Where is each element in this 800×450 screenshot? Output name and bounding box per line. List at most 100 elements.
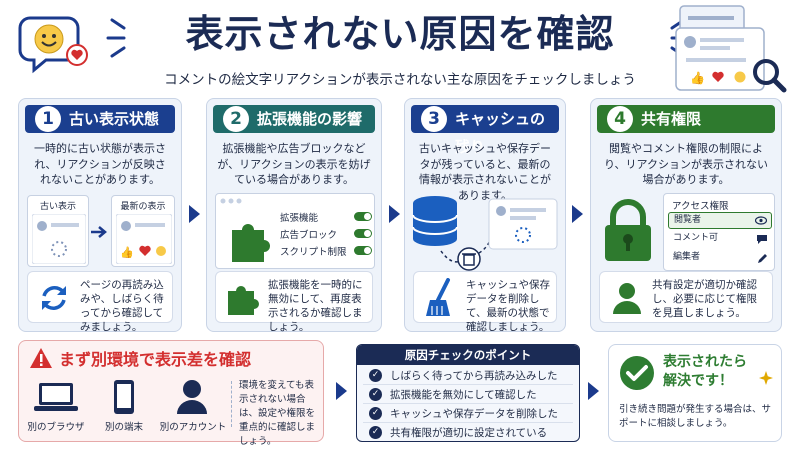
checklist-item[interactable]: ✓キャッシュや保存データを削除した — [363, 404, 573, 423]
env-check-title: まず別環境で表示差を確認 — [59, 350, 252, 369]
flow-arrow-icon — [189, 205, 200, 223]
refresh-icon — [42, 286, 66, 310]
extension-settings-window: 拡張機能 広告ブロック スクリプト制限 — [215, 193, 375, 269]
card-description: 閲覧やコメント権限の制限により、リアクションが表示されない場合があります。 — [603, 142, 768, 186]
page-title: 表示されない原因を確認 — [185, 12, 615, 56]
result-title: 表示されたら 解決です！ — [663, 354, 747, 389]
check-icon: ✓ — [369, 426, 382, 439]
card-description: 一時的に古い状態が表示され、リアクションが反映されないことがあります。 — [34, 142, 166, 186]
eye-icon — [755, 216, 767, 225]
flow-arrow-icon — [572, 205, 583, 223]
checklist-item[interactable]: ✓拡張機能を無効にして確認した — [363, 385, 573, 404]
window-dots-icon — [220, 198, 242, 204]
setting-script-restriction: スクリプト制限 — [280, 242, 372, 259]
puzzle-icon — [232, 224, 270, 262]
latest-display-panel: 最新の表示 👍 — [111, 195, 175, 267]
broom-icon — [426, 278, 450, 316]
card-description: 古いキャッシュや保存データが残っていると、最新の情報が表示されないことがあります… — [419, 142, 551, 202]
checklist-title: 原因チェックのポイント — [357, 345, 579, 365]
svg-text:👍: 👍 — [120, 246, 134, 259]
card-title: 古い表示状態 — [69, 110, 160, 128]
check-icon: ✓ — [369, 406, 382, 420]
card-title: キャッシュの残り — [455, 110, 546, 156]
trash-icon — [457, 247, 481, 271]
card-header: 1 古い表示状態 — [25, 105, 175, 133]
settings-list: 拡張機能 広告ブロック スクリプト制限 — [280, 208, 372, 259]
card-extensions: 2 拡張機能の影響 拡張機能や広告ブロックなどが、リアクションの表示を妨げている… — [206, 98, 382, 333]
card-number: 3 — [421, 106, 447, 132]
divider — [231, 381, 232, 427]
database-icon — [412, 196, 458, 246]
access-editor[interactable]: 編集者 — [668, 250, 772, 267]
tip-text: 共有設定が適切か確認し、必要に応じて権限を見直しましょう。 — [652, 279, 757, 319]
tip-text: ページの再読み込みや、しばらく待ってから確認してみましょう。 — [80, 279, 164, 333]
setting-extensions: 拡張機能 — [280, 208, 372, 225]
device-label: 別のアカウント — [159, 422, 227, 433]
magnifier-icon — [753, 59, 787, 93]
card-number: 4 — [607, 106, 633, 132]
device-label: 別の端末 — [104, 422, 143, 433]
card-title: 共有権限 — [641, 110, 702, 128]
comment-icon — [757, 235, 767, 244]
card-header: 4 共有権限 — [597, 105, 775, 133]
checklist-item[interactable]: ✓共有権限が適切に設定されている — [363, 423, 573, 441]
sparkle-icon — [759, 371, 773, 385]
card-tip: キャッシュや保存データを削除して、最新の状態で確認しましょう。 — [413, 271, 557, 333]
flow-arrow-icon — [336, 382, 347, 400]
checklist-panel: 原因チェックのポイント ✓しばらく待ってから再読み込みした ✓拡張機能を無効にし… — [356, 344, 580, 442]
check-icon: ✓ — [369, 387, 382, 401]
toggle-switch[interactable] — [354, 246, 372, 255]
env-note: 環境を変えても表示されない場合は、設定や権限を重点的に確認しましょう。 — [239, 380, 316, 447]
card-tip: 共有設定が適切か確認し、必要に応じて権限を見直しましょう。 — [599, 271, 773, 323]
laptop-icon — [34, 383, 78, 411]
loading-comment-icon — [32, 214, 86, 264]
flow-arrow-icon — [588, 382, 599, 400]
account-icon — [177, 380, 207, 414]
old-display-panel: 古い表示 — [27, 195, 89, 267]
card-title: 拡張機能の影響 — [257, 110, 363, 128]
smartphone-icon — [114, 380, 134, 414]
svg-text:👍: 👍 — [690, 71, 705, 85]
access-viewer[interactable]: 閲覧者 — [668, 212, 772, 229]
result-text: 引き続き問題が発生する場合は、サポートに相談しましょう。 — [619, 404, 772, 429]
user-icon — [613, 283, 641, 314]
device-label: 別のブラウザ — [27, 422, 85, 433]
card-cache: 3 キャッシュの残り 古いキャッシュや保存データが残っていると、最新の情報が表示… — [404, 98, 566, 333]
check-circle-icon — [620, 356, 654, 390]
lock-icon — [605, 199, 651, 261]
heart-badge-icon — [66, 44, 88, 66]
warning-icon — [30, 348, 52, 368]
document-reactions-icon: 👍 — [675, 5, 765, 91]
card-number: 1 — [35, 106, 61, 132]
card-sharing-permissions: 4 共有権限 閲覧やコメント権限の制限により、リアクションが表示されない場合があ… — [590, 98, 782, 332]
check-icon: ✓ — [369, 368, 382, 382]
old-display-label: 古い表示 — [39, 202, 76, 212]
refreshed-comment-icon — [488, 198, 558, 250]
card-tip: 拡張機能を一時的に無効にして、再度表示されるか確認しましょう。 — [215, 271, 373, 333]
pencil-icon — [758, 254, 767, 263]
checklist-item[interactable]: ✓しばらく待ってから再読み込みした — [363, 366, 573, 385]
header-decoration: 👍 — [18, 5, 787, 93]
puzzle-icon — [228, 286, 259, 315]
card-header: 2 拡張機能の影響 — [213, 105, 375, 133]
access-permissions-panel: アクセス権限 閲覧者 コメント可 編集者 — [663, 193, 775, 271]
card-old-display: 1 古い表示状態 一時的に古い状態が表示され、リアクションが反映されないことがあ… — [18, 98, 182, 333]
latest-display-label: 最新の表示 — [120, 202, 166, 212]
access-title: アクセス権限 — [672, 201, 729, 212]
toggle-switch[interactable] — [354, 212, 372, 221]
reaction-comment-icon: 👍 — [116, 214, 172, 264]
access-commenter[interactable]: コメント可 — [668, 231, 772, 248]
env-check-panel: まず別環境で表示差を確認 別のブラウザ 別の端末 別のアカウント 環境を変えても… — [18, 340, 324, 447]
tip-text: 拡張機能を一時的に無効にして、再度表示されるか確認しましょう。 — [268, 279, 363, 333]
result-panel: 表示されたら 解決です！ 引き続き問題が発生する場合は、サポートに相談しましょう… — [608, 344, 782, 442]
chat-smiley-icon — [18, 16, 80, 74]
flow-arrow-icon — [389, 205, 400, 223]
page-subtitle: コメントの絵文字リアクションが表示されない主な原因をチェックしましょう — [164, 72, 636, 88]
toggle-switch[interactable] — [354, 229, 372, 238]
cache-database-illustration — [412, 196, 558, 271]
tip-text: キャッシュや保存データを削除して、最新の状態で確認しましょう。 — [466, 279, 550, 333]
card-header: 3 キャッシュの残り — [411, 105, 559, 156]
card-tip: ページの再読み込みや、しばらく待ってから確認してみましょう。 — [27, 271, 173, 333]
card-description: 拡張機能や広告ブロックなどが、リアクションの表示を妨げている場合があります。 — [217, 142, 371, 186]
setting-adblock: 広告ブロック — [280, 225, 372, 242]
